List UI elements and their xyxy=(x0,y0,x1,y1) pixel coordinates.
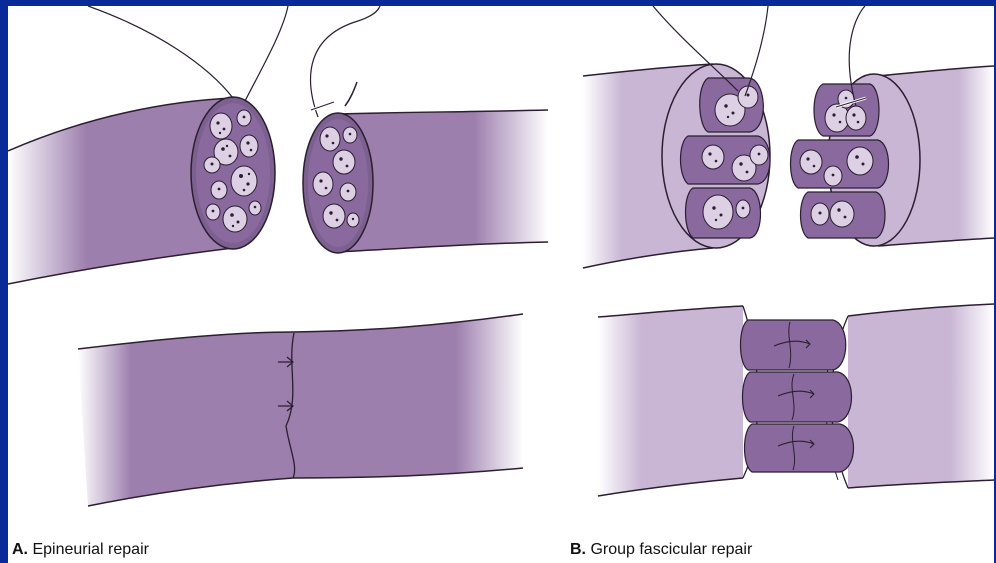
a-repaired-nerve xyxy=(78,314,523,506)
caption-b-letter: B. xyxy=(570,541,586,558)
a-right-nerve-stump xyxy=(303,110,548,253)
caption-group-fascicular-repair: B. Group fascicular repair xyxy=(570,541,752,559)
b-repaired-left-stump xyxy=(598,306,758,496)
caption-b-text: Group fascicular repair xyxy=(586,541,752,558)
caption-a-text: Epineurial repair xyxy=(28,541,149,558)
nerve-repair-illustration xyxy=(8,6,994,563)
caption-epineurial-repair: A. Epineurial repair xyxy=(12,541,149,559)
suture-needle-icon xyxy=(311,82,357,110)
caption-a-letter: A. xyxy=(12,541,28,558)
illustration-panel: A. Epineurial repair B. Group fascicular… xyxy=(8,6,994,563)
b-repaired-fascicle-groups xyxy=(741,320,854,472)
